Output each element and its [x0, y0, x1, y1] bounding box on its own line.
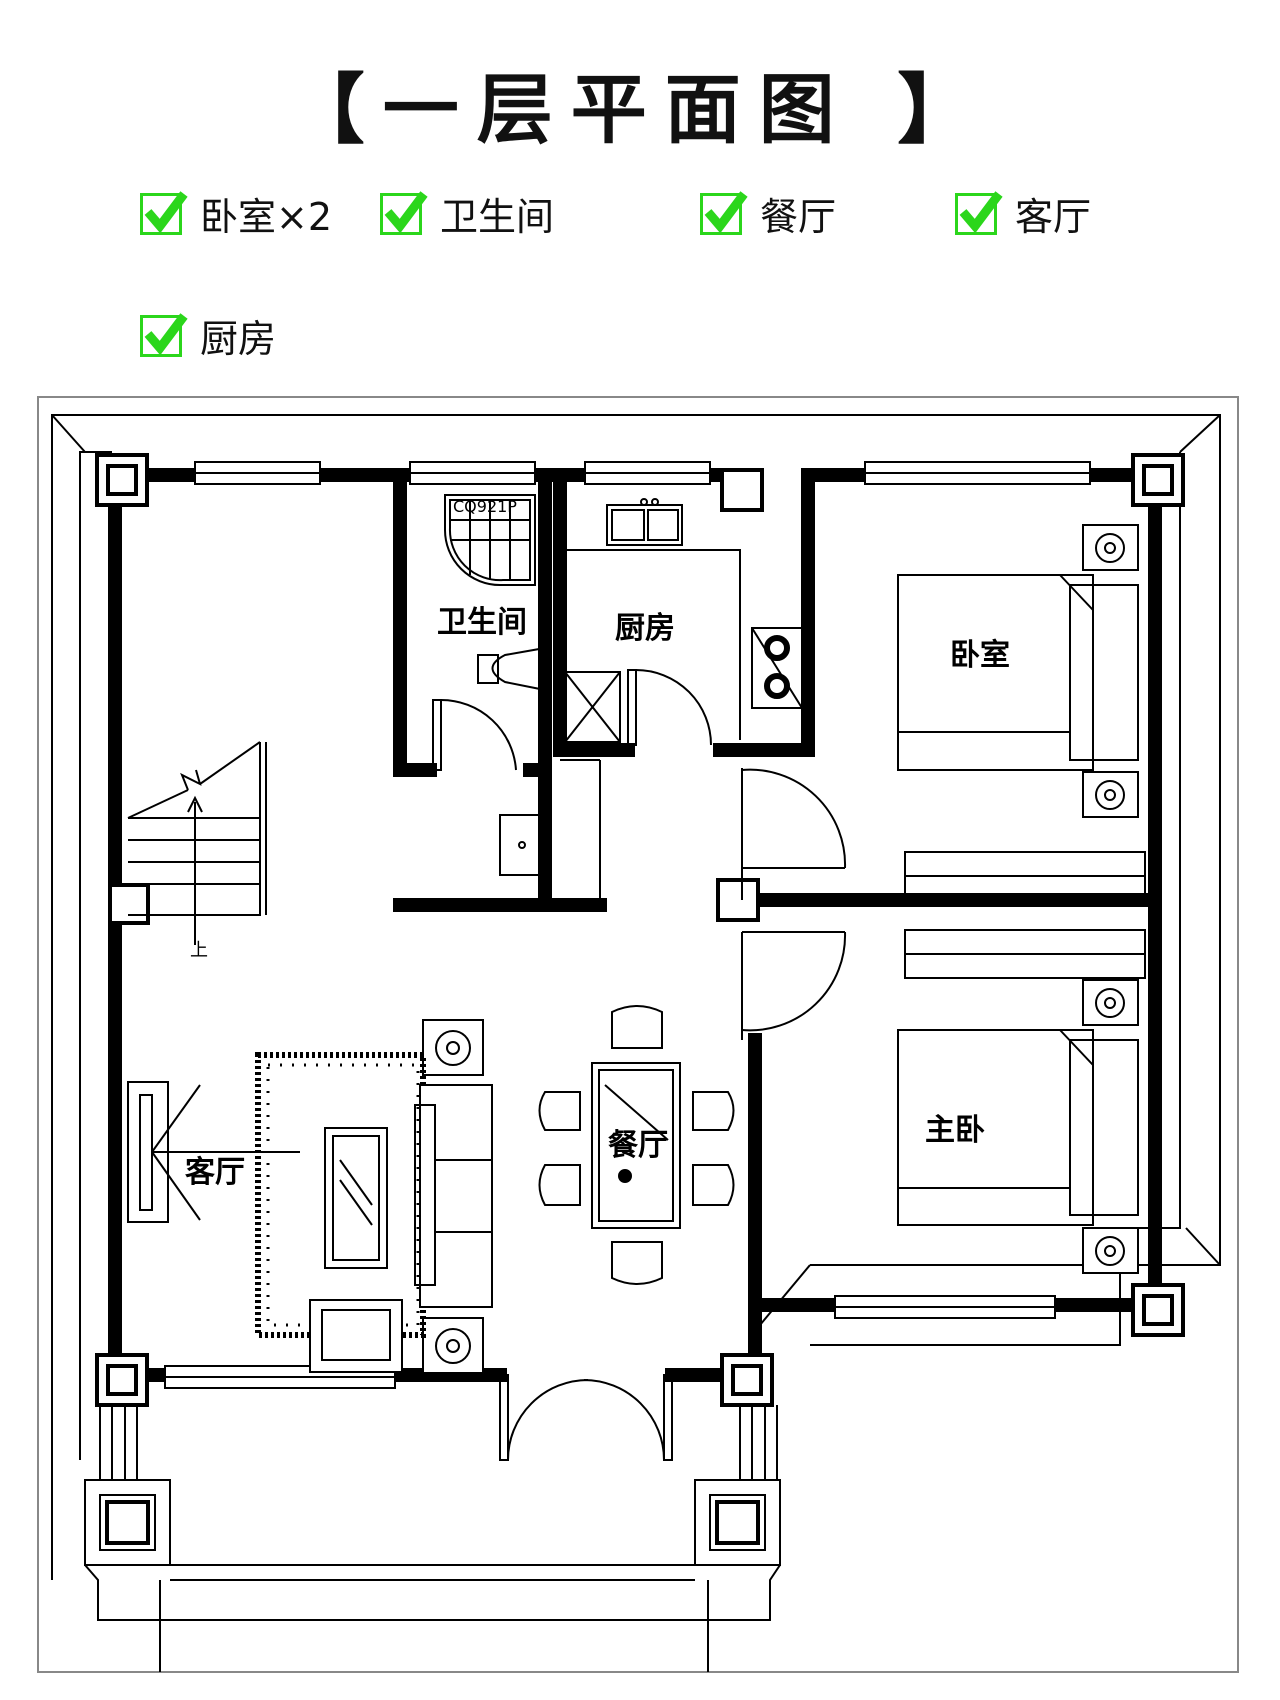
toilet-code-label: CQ921P — [453, 497, 517, 516]
page-title: 【一层平面图 】 — [288, 65, 992, 154]
feature-label: 卫生间 — [440, 195, 555, 239]
hall-doors — [560, 759, 847, 1040]
wardrobes — [904, 851, 1146, 979]
bathroom-fixtures — [432, 494, 546, 876]
checkmark-icon — [140, 312, 188, 357]
windows — [164, 461, 1091, 1389]
feature-bathroom: 卫生间 — [380, 186, 554, 241]
plan-frame — [37, 396, 1239, 1673]
front-door — [499, 1374, 673, 1461]
checkmark-icon — [380, 190, 428, 235]
walls — [108, 463, 1162, 1382]
feature-kitchen: 厨房 — [140, 308, 276, 363]
room-label-bedroom: 卧室 — [950, 638, 1010, 673]
roof-outline — [51, 414, 1221, 1580]
feature-living: 客厅 — [955, 186, 1091, 241]
room-label-dining-room: 餐厅 — [608, 1128, 668, 1163]
feature-bedrooms: 卧室×2 — [140, 186, 332, 241]
room-label-living-room: 客厅 — [185, 1155, 245, 1190]
stairs-up-label: 上 — [190, 940, 208, 961]
feature-label: 卧室×2 — [200, 195, 333, 239]
room-label-master-bedroom: 主卧 — [925, 1113, 985, 1148]
kitchen-fixtures — [560, 498, 803, 746]
living-furniture — [127, 1052, 493, 1373]
nightstands — [422, 524, 1139, 1374]
checkmark-icon — [955, 190, 1003, 235]
beds — [897, 574, 1139, 1226]
feature-label: 餐厅 — [760, 195, 837, 239]
porch — [84, 1405, 781, 1672]
feature-label: 客厅 — [1015, 195, 1092, 239]
dining-furniture — [538, 1005, 735, 1285]
feature-label: 厨房 — [200, 317, 277, 361]
feature-dining: 餐厅 — [700, 186, 836, 241]
room-label-kitchen: 厨房 — [615, 611, 675, 646]
staircase — [127, 741, 267, 945]
room-label-bathroom: 卫生间 — [437, 605, 527, 640]
checkmark-icon — [700, 190, 748, 235]
checkmark-icon — [140, 190, 188, 235]
columns — [95, 453, 1185, 1407]
